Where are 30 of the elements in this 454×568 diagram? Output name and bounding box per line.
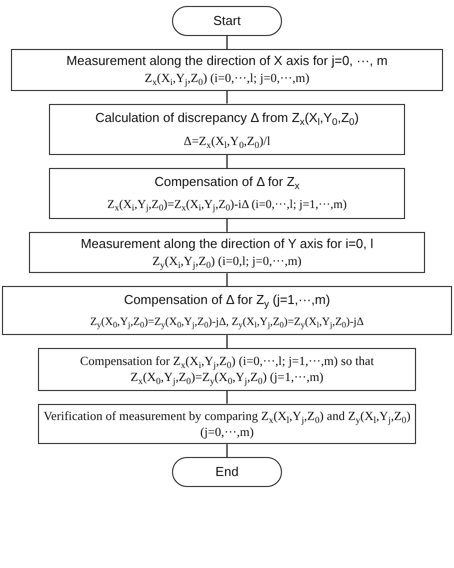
connector-line bbox=[226, 36, 228, 49]
process-box bbox=[29, 232, 425, 274]
connector-line bbox=[226, 390, 228, 404]
step-text: Start bbox=[213, 12, 241, 30]
step-text: Calculation of discrepancy Δ from Z$_{x}$(X$_{l}$,Y$_{0}$,Z$_{0}$) bbox=[95, 110, 359, 126]
process-box bbox=[2, 286, 452, 336]
process-box bbox=[49, 168, 405, 219]
connector-line bbox=[226, 218, 228, 232]
formula-text: Z$_{y}$(X$_{i}$,Y$_{j}$,Z$_{0}$) (i=0,l; j=0,···,m) bbox=[152, 253, 302, 270]
step-text: Measurement along the direction of X axis for j=0, ···, m bbox=[66, 53, 388, 70]
terminal-box bbox=[172, 6, 282, 36]
connector-line bbox=[226, 90, 228, 104]
connector-line bbox=[226, 335, 228, 348]
step-text: End bbox=[215, 464, 239, 480]
process-box bbox=[49, 104, 405, 155]
terminal-box bbox=[172, 457, 282, 488]
connector-line bbox=[226, 155, 228, 168]
step-text: Compensation of Δ for Z$_{x}$ bbox=[154, 174, 300, 190]
step-text: Compensation of Δ for Z$_{y}$ (j=1,···,m) bbox=[124, 292, 330, 309]
process-box bbox=[11, 49, 443, 90]
connector-line bbox=[226, 273, 228, 286]
connector-line bbox=[226, 444, 228, 458]
formula-text: Verification of measurement by comparing Z$_{x}$(X$_{l}$,Y$_{j}$,Z$_{0}$) and Z$_{y}$(X$_{l}$,Y$_{j}$,Z$_{0}$) (j=0,···,m) bbox=[42, 408, 412, 440]
formula-text: Z$_{x}$(X$_{i}$,Y$_{j}$,Z$_{0}$)=Z$_{x}$(X$_{i}$,Y$_{j}$,Z$_{0}$)-iΔ (i=0,···,l; j=1,···,m) bbox=[107, 197, 347, 213]
formula-text: Z$_{y}$(X$_{0}$,Y$_{j}$,Z$_{0}$)=Z$_{y}$(X$_{0}$,Y$_{j}$,Z$_{0}$)-jΔ, Z$_{y}$(X$_{l}$,Y$_{j}$,Z$_{0}$)=Z$_{y}$(X$_{l}$,Y$_{j}$,Z$_{0}$)-jΔ bbox=[90, 314, 364, 330]
formula-text: Δ=Z$_{x}$(X$_{l}$,Y$_{0}$,Z$_{0}$)/l bbox=[184, 132, 270, 149]
process-box bbox=[38, 348, 416, 391]
formula-text: Z$_{x}$(X$_{i}$,Y$_{j}$,Z$_{0}$) (i=0,···,l; j=0,···,m) bbox=[144, 70, 310, 86]
formula-text: Compensation for Z$_{x}$(X$_{i}$,Y$_{j}$,Z$_{0}$) (i=0,···,l; j=1,···,m) so that Z$_{x}$(X$_{0}$,Y$_{j}$,Z$_{0}$)=Z$_{y}$(X$_{0}$,Y$_{j}$,Z$_{0}$) (j=1,···,m) bbox=[79, 353, 375, 386]
step-text: Measurement along the direction of Y axis for i=0, l bbox=[80, 236, 374, 252]
